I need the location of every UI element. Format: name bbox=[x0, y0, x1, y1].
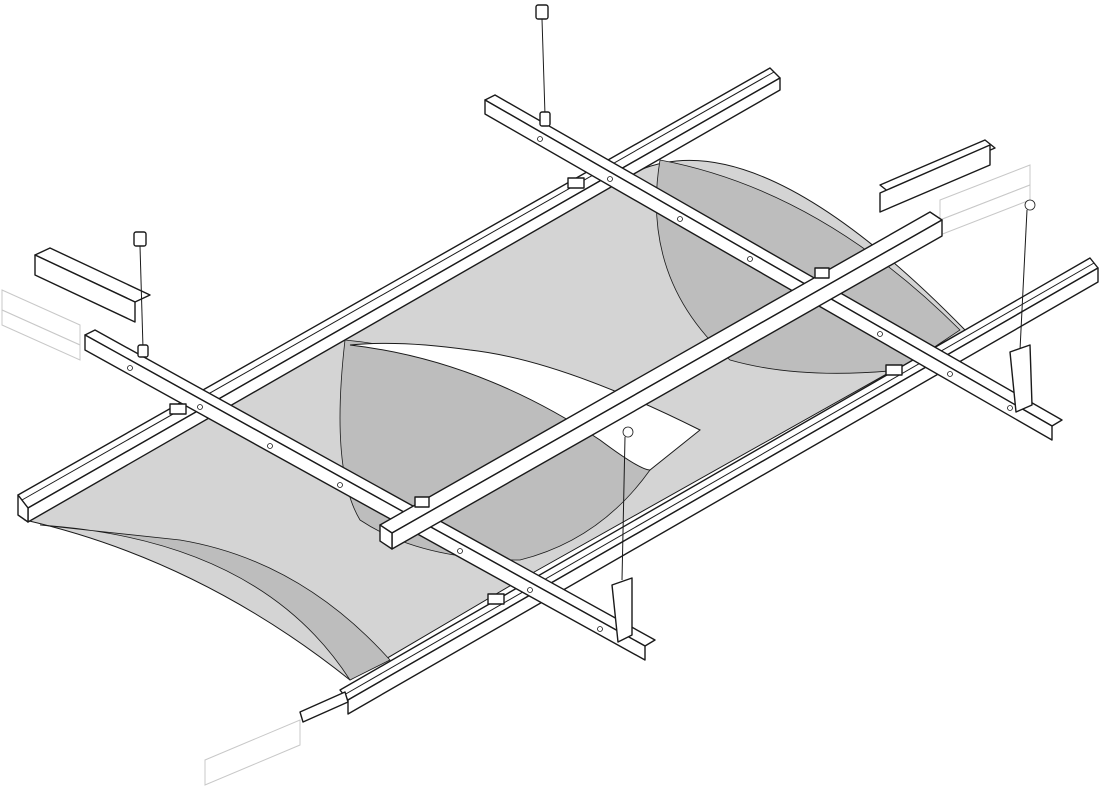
wall-bracket-right bbox=[879, 139, 996, 213]
panel-fold-left bbox=[39, 524, 391, 681]
ghost-connector-bottom bbox=[204, 719, 301, 786]
ghost-bracket-right bbox=[939, 164, 1031, 236]
cross-beam-left bbox=[84, 329, 656, 661]
panel-opening bbox=[349, 342, 701, 471]
hanger-spring-right bbox=[1009, 199, 1036, 413]
main-beam bbox=[379, 211, 943, 550]
cross-beam-right bbox=[484, 94, 1063, 441]
hanger-spring-center bbox=[611, 426, 634, 643]
wall-bracket-left bbox=[34, 247, 151, 323]
ghost-bracket-left bbox=[1, 289, 81, 361]
hanger-left bbox=[133, 231, 149, 358]
rail-clips bbox=[169, 177, 903, 605]
hanger-top bbox=[535, 4, 551, 127]
